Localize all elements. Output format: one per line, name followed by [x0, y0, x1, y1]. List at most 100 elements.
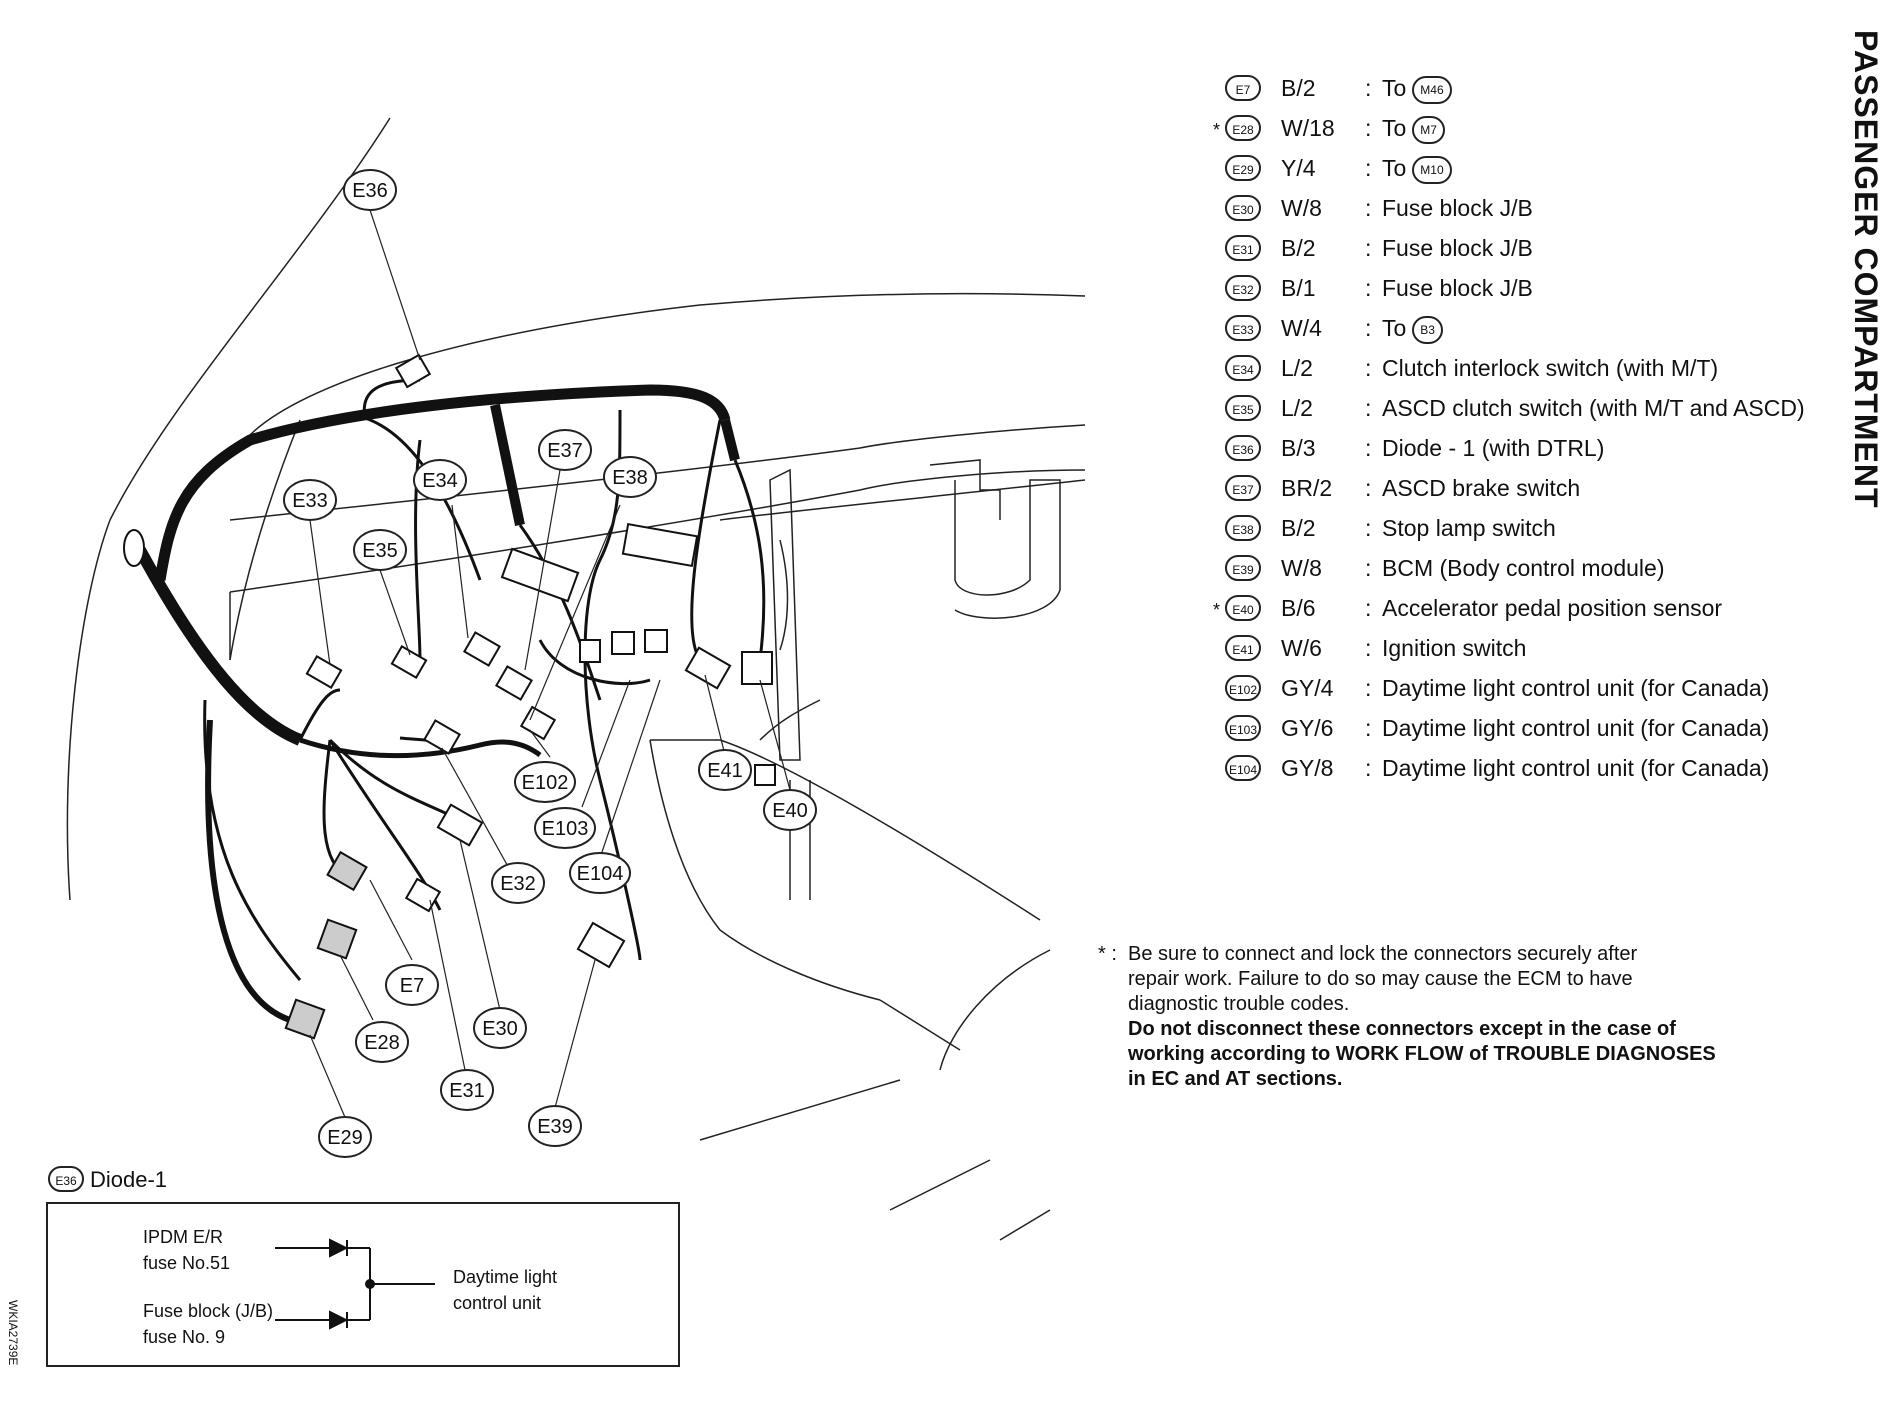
connector-callout: E38	[603, 456, 657, 498]
legend-row: E30 W/8: Fuse block J/B	[1225, 190, 1845, 230]
callout-bubble	[528, 1105, 582, 1147]
connector-badge: E7	[1225, 75, 1261, 101]
callout-bubble	[698, 749, 752, 791]
legend-colon: :	[1365, 715, 1372, 741]
destination-text: Daytime light control unit (for Canada)	[1382, 715, 1770, 741]
callout-label: E35	[362, 540, 398, 562]
connector-badge: E41	[1225, 635, 1261, 661]
callout-label: E30	[482, 1018, 518, 1040]
destination-text: Fuse block J/B	[1382, 235, 1533, 261]
caution-note: * : Be sure to connect and lock the conn…	[1098, 942, 1798, 1092]
callout-bubble	[603, 456, 657, 498]
wire-spec: BR/2	[1281, 475, 1333, 501]
legend-colon: :	[1365, 755, 1372, 781]
callout-label: E103	[542, 818, 589, 840]
destination: BCM (Body control module)	[1382, 555, 1665, 582]
connector-badge: E32	[1225, 275, 1261, 301]
callout-bubble	[283, 479, 337, 521]
wire-spec: B/2	[1281, 515, 1316, 541]
wire-harness	[134, 378, 766, 1023]
destination: Daytime light control unit (for Canada)	[1382, 675, 1769, 702]
callout-bubble	[318, 1116, 372, 1158]
destination: Daytime light control unit (for Canada)	[1382, 715, 1769, 742]
wire-spec: W/8	[1281, 555, 1322, 581]
legend-colon: :	[1365, 75, 1372, 101]
connector-callout: E7	[385, 964, 439, 1006]
legend-colon: :	[1365, 235, 1372, 261]
wire-spec: L/2	[1281, 355, 1313, 381]
destination: Ignition switch	[1382, 635, 1526, 662]
diode-output: Daytime light control unit	[453, 1264, 557, 1316]
callout-label: E102	[522, 772, 569, 794]
legend-colon: :	[1365, 195, 1372, 221]
callout-label: E28	[364, 1032, 400, 1054]
diode-input-2-line: Fuse block (J/B)	[143, 1301, 274, 1321]
wire-spec: GY/8	[1281, 755, 1334, 781]
connector-badge: E28	[1225, 115, 1261, 141]
wire-spec: GY/6	[1281, 715, 1334, 741]
callout-label: E33	[292, 490, 328, 512]
destination-connector-badge: M46	[1412, 76, 1452, 104]
destination-text: BCM (Body control module)	[1382, 555, 1665, 581]
destination: Fuse block J/B	[1382, 195, 1533, 222]
legend-colon: :	[1365, 475, 1372, 501]
destination: Fuse block J/B	[1382, 235, 1533, 262]
callout-bubble	[473, 1007, 527, 1049]
connector-badge: E40	[1225, 595, 1261, 621]
connector-badge: E34	[1225, 355, 1261, 381]
destination-text: Fuse block J/B	[1382, 275, 1533, 301]
destination: ASCD clutch switch (with M/T and ASCD)	[1382, 395, 1805, 422]
connector-callout: E31	[440, 1069, 494, 1111]
wire-spec: W/8	[1281, 195, 1322, 221]
connector-callout: E40	[763, 789, 817, 831]
diode-connector-badge: E36	[48, 1166, 84, 1192]
callout-bubble	[343, 169, 397, 211]
connector-callout: E32	[491, 862, 545, 904]
destination-text: To	[1382, 115, 1407, 141]
connector-callout: E39	[528, 1105, 582, 1147]
legend-colon: :	[1365, 395, 1372, 421]
legend-row: E35 L/2: ASCD clutch switch (with M/T and …	[1225, 390, 1845, 430]
legend-colon: :	[1365, 595, 1372, 621]
connector-badge: E35	[1225, 395, 1261, 421]
note-line: repair work. Failure to do so may cause …	[1128, 968, 1633, 990]
callout-bubble	[763, 789, 817, 831]
callout-label: E29	[327, 1127, 363, 1149]
callout-label: E32	[500, 873, 536, 895]
wire-spec: L/2	[1281, 395, 1313, 421]
note-line: diagnostic trouble codes.	[1128, 993, 1350, 1015]
callout-bubble	[355, 1021, 409, 1063]
connector-callout: E102	[514, 761, 576, 803]
wire-spec: B/2	[1281, 235, 1316, 261]
connector-badge: E37	[1225, 475, 1261, 501]
connector-callout: E37	[538, 429, 592, 471]
destination: Stop lamp switch	[1382, 515, 1556, 542]
destination-text: ASCD clutch switch (with M/T and ASCD)	[1382, 395, 1805, 421]
page-title: PASSENGER COMPARTMENT	[1848, 30, 1884, 509]
note-star: * :	[1098, 943, 1117, 965]
callout-label: E37	[547, 440, 583, 462]
diode-input-1-line: IPDM E/R	[143, 1227, 224, 1247]
legend-colon: :	[1365, 315, 1372, 341]
destination-text: Clutch interlock switch (with M/T)	[1382, 355, 1719, 381]
legend-colon: :	[1365, 155, 1372, 181]
wire-spec: B/6	[1281, 595, 1316, 621]
connector-badge: E30	[1225, 195, 1261, 221]
callout-bubble	[385, 964, 439, 1006]
connector-callout: E34	[413, 459, 467, 501]
